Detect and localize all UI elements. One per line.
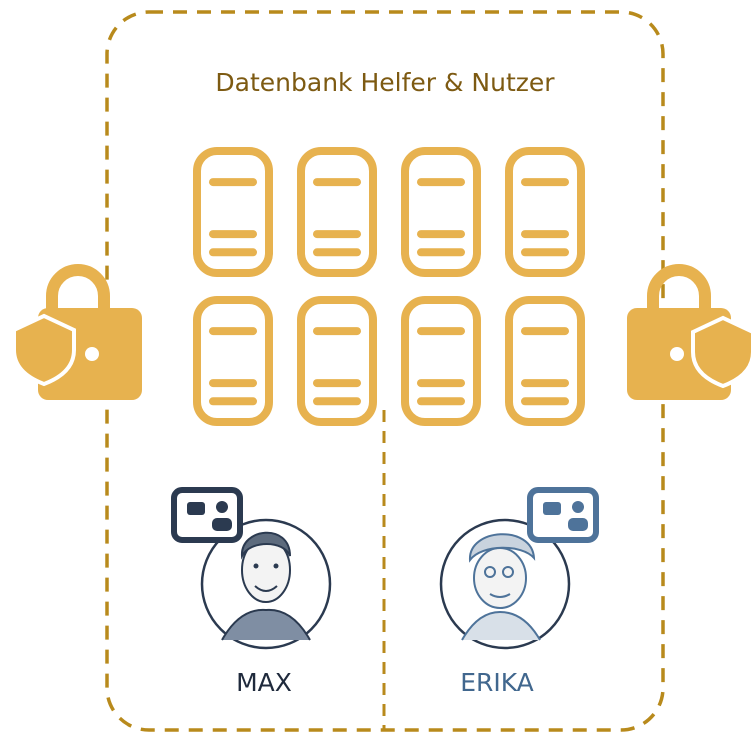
server-grid [193, 147, 585, 426]
diagram-title: Datenbank Helfer & Nutzer [215, 68, 555, 97]
user-name-max: MAX [236, 668, 292, 697]
padlock-shield-icon [627, 264, 751, 400]
server-icon [401, 147, 481, 277]
server-icon [297, 296, 377, 426]
server-icon [505, 296, 585, 426]
avatar-max [200, 518, 332, 650]
avatar-erika [439, 518, 571, 650]
padlock-shield-icon [12, 264, 142, 400]
server-icon [505, 147, 585, 277]
id-card-icon [171, 487, 243, 543]
server-icon [193, 147, 273, 277]
server-icon [401, 296, 481, 426]
server-icon [297, 147, 377, 277]
server-icon [193, 296, 273, 426]
user-name-erika: ERIKA [460, 668, 534, 697]
id-card-icon [527, 487, 599, 543]
